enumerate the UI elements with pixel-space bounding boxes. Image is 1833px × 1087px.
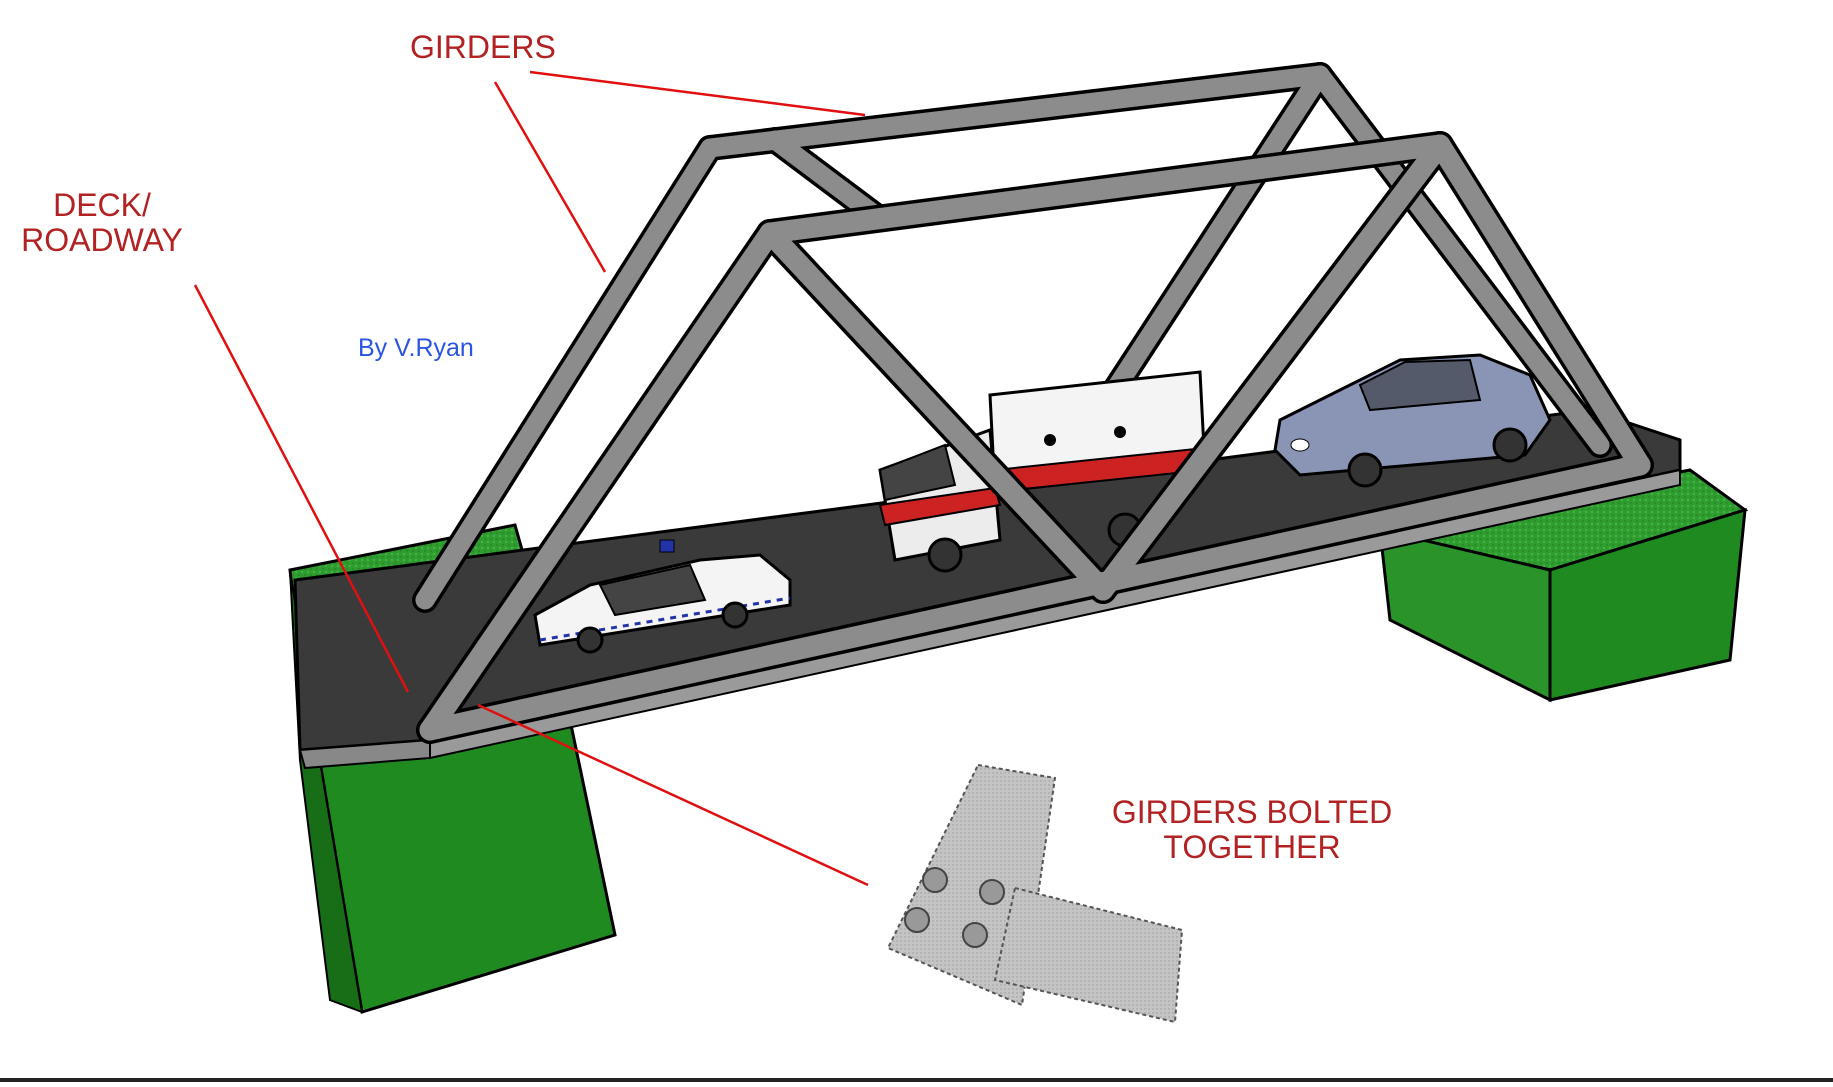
girders-bolted-label: GIRDERS BOLTED TOGETHER <box>1102 794 1402 866</box>
police-car <box>533 539 792 654</box>
back-truss <box>412 62 1613 613</box>
bottom-divider <box>0 1078 1833 1082</box>
leader-deck <box>193 284 410 693</box>
bolted-plate-detail <box>886 763 1184 1024</box>
bolted-label-line2: TOGETHER <box>1163 829 1341 866</box>
sedan-car <box>1273 353 1552 488</box>
deck-roadway <box>293 408 1682 770</box>
bolt <box>904 907 930 933</box>
girders-label: GIRDERS <box>410 29 556 65</box>
front-truss <box>416 131 1654 744</box>
ambulance <box>878 370 1207 573</box>
deck-roadway-label: DECK/ ROADWAY <box>18 187 186 259</box>
deck-label-line2: ROADWAY <box>21 222 183 259</box>
bolted-label-line1: GIRDERS BOLTED <box>1111 794 1393 830</box>
leader-girders-side <box>493 81 607 273</box>
leader-lines <box>193 70 869 887</box>
deck-label-line1: DECK/ <box>53 187 151 223</box>
bolt <box>922 867 948 893</box>
right-abutment <box>1378 468 1749 703</box>
leader-bolted <box>477 703 869 887</box>
bolt <box>962 922 988 948</box>
bolt <box>979 879 1005 905</box>
leader-girders-top <box>529 70 866 117</box>
credit-label: By V.Ryan <box>358 334 474 362</box>
